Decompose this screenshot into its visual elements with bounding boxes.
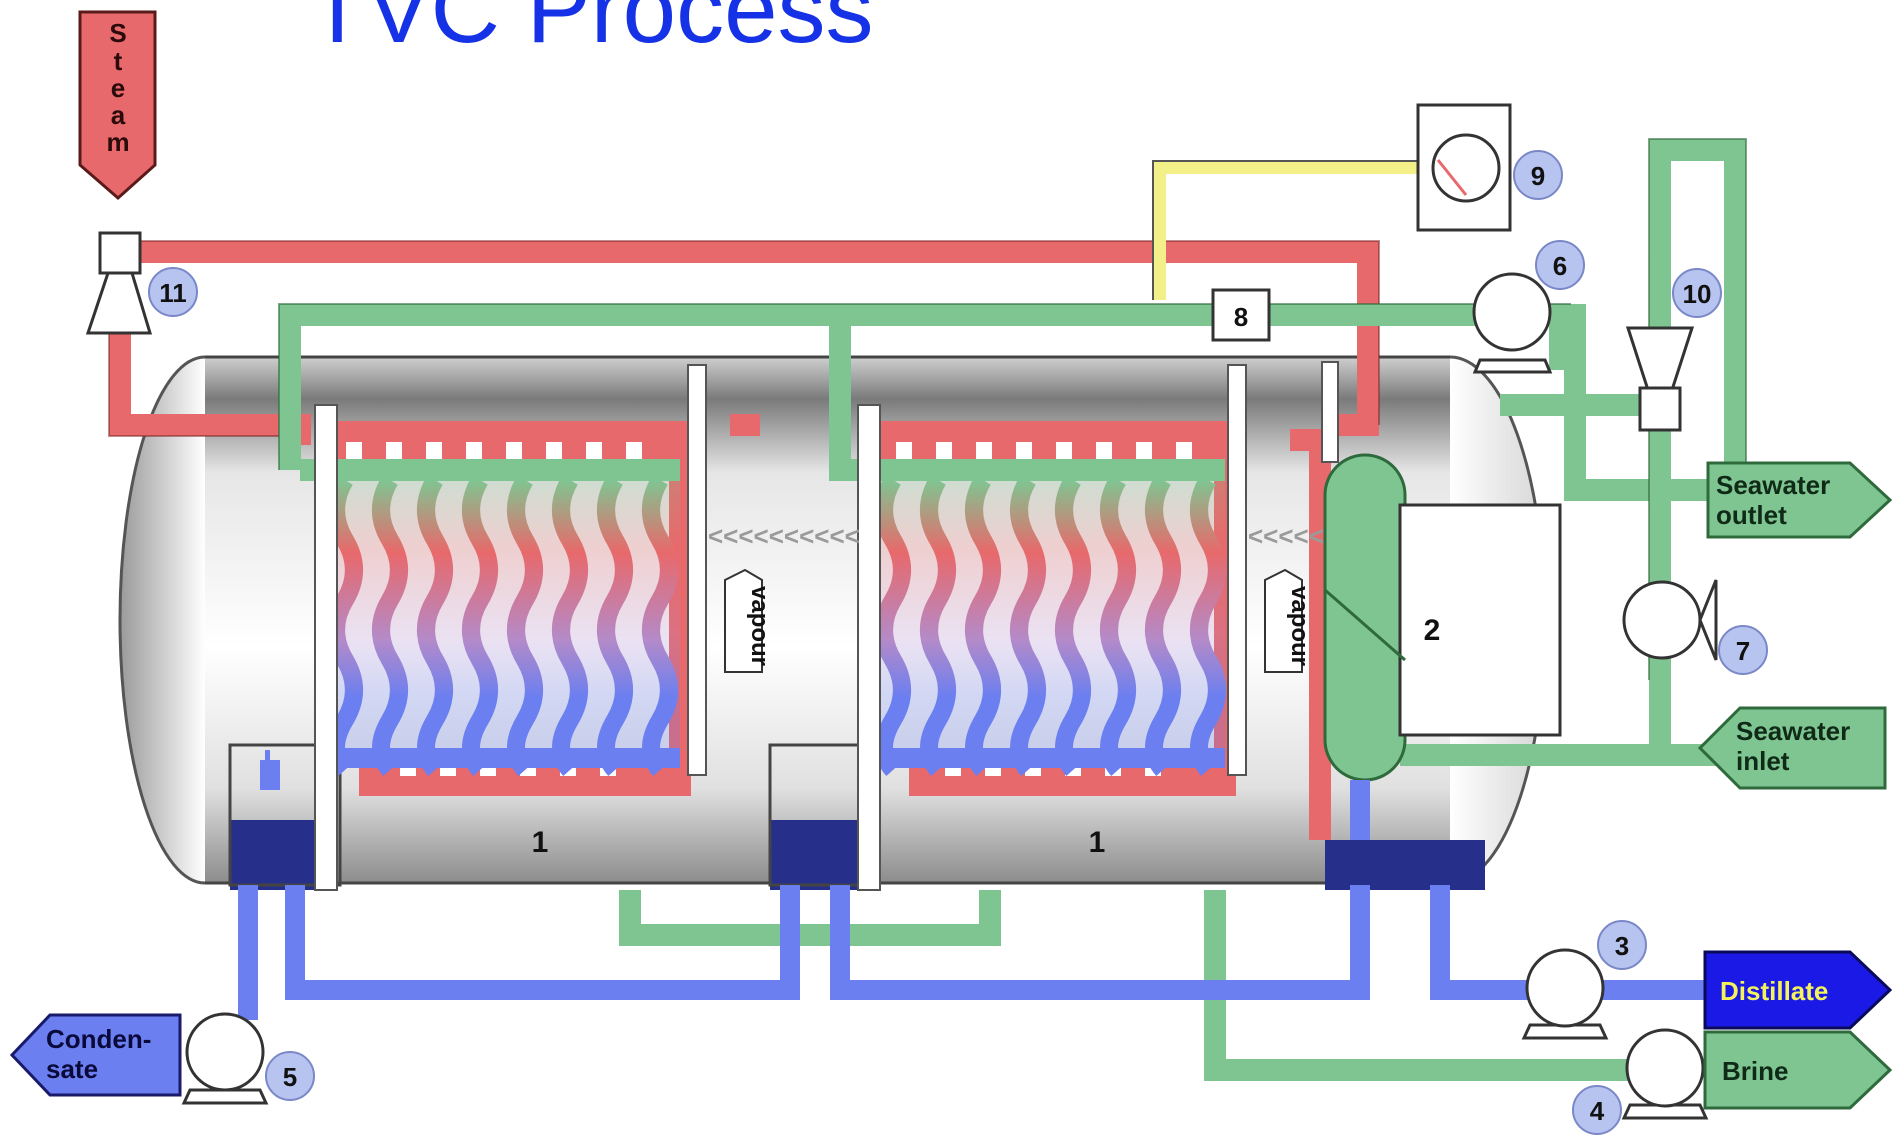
badge-4: 4 xyxy=(1572,1085,1622,1135)
steam-label-a: a xyxy=(111,100,126,130)
component-2-chamber xyxy=(1323,453,1562,840)
vapour-flow-chevrons-2: <<<<< xyxy=(1248,521,1324,551)
badge-9-text: 9 xyxy=(1531,161,1545,191)
seawater-outlet-label-2: outlet xyxy=(1716,500,1787,530)
condensate-arrow: Conden- sate xyxy=(9,1013,182,1097)
seawater-inlet-label-1: Seawater xyxy=(1736,716,1850,746)
effect-2-label: 1 xyxy=(1089,826,1106,859)
steam-label-m: m xyxy=(106,127,129,157)
seawater-inlet-label-2: inlet xyxy=(1736,746,1790,776)
steam-inlet: S t e a m xyxy=(78,10,157,200)
pump-6-icon xyxy=(1472,272,1553,374)
vapour-flow-chevrons-1: <<<<<<<<<< xyxy=(708,521,860,551)
badge-3: 3 xyxy=(1597,920,1647,970)
brine-arrow: Brine xyxy=(1703,1030,1893,1110)
vapour-text-2: vapour xyxy=(1286,586,1313,666)
water-pools xyxy=(228,743,1485,890)
badge-11-text: 11 xyxy=(159,278,187,308)
brine-label: Brine xyxy=(1722,1056,1788,1086)
component-8-label: 8 xyxy=(1234,302,1248,332)
vapour-text-1: vapour xyxy=(746,586,773,666)
badge-5-text: 5 xyxy=(283,1062,297,1092)
seawater-outlet-label-1: Seawater xyxy=(1716,470,1830,500)
badge-10-text: 10 xyxy=(1683,279,1712,309)
steam-label-e: e xyxy=(111,73,125,103)
tube-bundle-1 xyxy=(327,475,680,777)
badge-7: 7 xyxy=(1718,625,1768,675)
condensate-label-2: sate xyxy=(46,1054,98,1084)
badge-10: 10 xyxy=(1672,268,1722,318)
partitions xyxy=(314,361,1339,891)
component-2-label: 2 xyxy=(1424,614,1441,647)
ejector-10-icon xyxy=(1625,326,1695,432)
ejector-11-icon xyxy=(85,231,153,335)
pump-5-icon xyxy=(181,1012,269,1105)
badge-7-text: 7 xyxy=(1736,636,1750,666)
compressor-9-icon xyxy=(1416,103,1512,232)
distillate-label: Distillate xyxy=(1720,976,1828,1006)
badge-5: 5 xyxy=(265,1051,315,1101)
condensate-label-1: Conden- xyxy=(46,1024,151,1054)
steam-label-t: t xyxy=(114,46,123,76)
vacuum-line xyxy=(1154,162,1420,300)
pump-7-icon xyxy=(1622,579,1718,661)
badge-6: 6 xyxy=(1535,240,1585,290)
badge-6-text: 6 xyxy=(1553,251,1567,281)
distillate-pipes xyxy=(238,750,1720,1020)
page-title: TVC Process xyxy=(308,0,874,63)
seawater-inlet-arrow: Seawater inlet xyxy=(1697,706,1887,790)
badge-4-text: 4 xyxy=(1590,1096,1605,1126)
tube-bundle-2 xyxy=(875,475,1226,777)
distillate-arrow: Distillate xyxy=(1703,950,1893,1030)
component-8-box: 8 xyxy=(1211,288,1271,342)
steam-label-s: S xyxy=(109,18,126,48)
badge-3-text: 3 xyxy=(1615,931,1629,961)
pump-3-icon xyxy=(1521,948,1609,1040)
badge-11: 11 xyxy=(148,267,198,317)
seawater-outlet-arrow: Seawater outlet xyxy=(1706,461,1893,539)
badge-9: 9 xyxy=(1513,150,1563,200)
pump-4-icon xyxy=(1621,1028,1709,1120)
effect-1-label: 1 xyxy=(532,826,549,859)
vapour-label-2: vapour xyxy=(1264,568,1313,673)
vapour-label-1: vapour xyxy=(724,568,773,673)
